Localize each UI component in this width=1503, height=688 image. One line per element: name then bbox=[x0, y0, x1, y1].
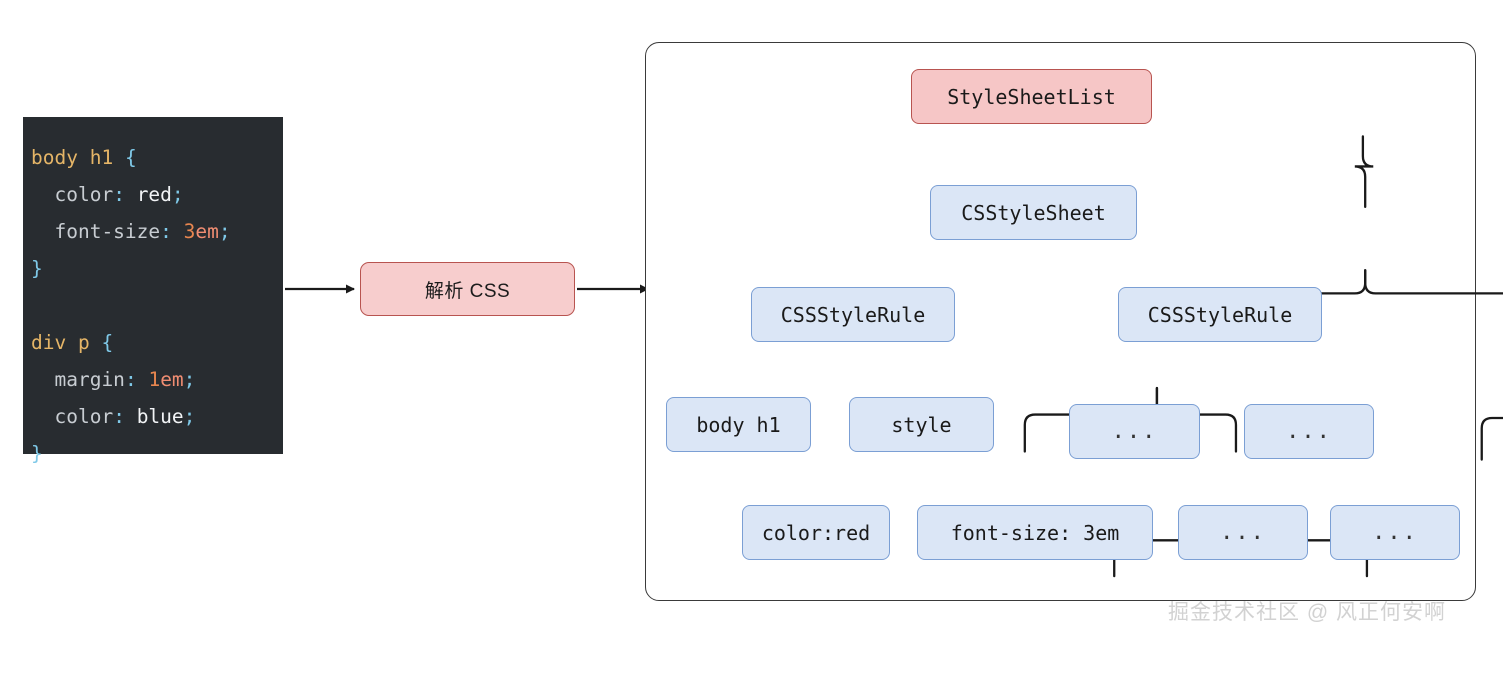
edge-cssstylesheet-to-rule-right bbox=[1364, 269, 1503, 295]
code-line: div p { bbox=[23, 324, 283, 361]
code-token-brace: { bbox=[124, 146, 137, 169]
tree-node-body-h1: body h1 bbox=[666, 397, 811, 452]
code-token-brace: } bbox=[31, 442, 43, 465]
code-token-num: 3 bbox=[183, 220, 196, 243]
tree-node-label: CSSStyleRule bbox=[1147, 302, 1293, 327]
tree-node-dots-r1: ... bbox=[1069, 404, 1200, 459]
tree-node-dots-r4: ... bbox=[1330, 505, 1460, 560]
code-token-semi: ; bbox=[171, 183, 184, 206]
watermark: 掘金技术社区 @ 风正何安啊 bbox=[1168, 601, 1446, 624]
tree-node-label: ... bbox=[1372, 520, 1418, 545]
tree-node-label: ... bbox=[1220, 520, 1266, 545]
tree-node-label: ... bbox=[1111, 419, 1158, 444]
code-token-prop: color bbox=[54, 183, 114, 206]
code-token-colon: : bbox=[160, 220, 172, 243]
code-token-prop: margin bbox=[54, 368, 125, 391]
tree-node-color-red: color:red bbox=[742, 505, 890, 560]
code-token-brace: } bbox=[31, 257, 43, 280]
code-token-sel: body h1 bbox=[31, 146, 114, 169]
code-token-colon: : bbox=[113, 183, 125, 206]
tree-node-cssstylesheet: CSStyleSheet bbox=[930, 185, 1137, 240]
tree-node-stylesheetlist: StyleSheetList bbox=[911, 69, 1152, 124]
tree-connector-lines bbox=[1023, 135, 1503, 578]
tree-node-rule-left: CSSStyleRule bbox=[751, 287, 955, 342]
tree-node-rule-right: CSSStyleRule bbox=[1118, 287, 1322, 342]
code-line: color: blue; bbox=[23, 398, 283, 435]
edge-stylesheetlist-to-cssstylesheet bbox=[1354, 135, 1374, 208]
code-line: body h1 { bbox=[23, 139, 283, 176]
code-token-prop: color bbox=[54, 405, 114, 428]
code-token-num: 1 bbox=[148, 368, 161, 391]
code-token-colon: : bbox=[124, 368, 137, 391]
code-line: margin: 1em; bbox=[23, 361, 283, 398]
code-token-unit: em bbox=[160, 368, 184, 391]
code-line: font-size: 3em; bbox=[23, 213, 283, 250]
code-token-val: blue bbox=[136, 405, 184, 428]
parse-css-process-box: 解析 CSS bbox=[360, 262, 575, 316]
tree-node-label: color:red bbox=[761, 520, 871, 545]
css-source-code-block: body h1 { color: red; font-size: 3em;} d… bbox=[23, 117, 283, 465]
tree-node-label: ... bbox=[1286, 419, 1332, 444]
code-token-semi: ; bbox=[218, 220, 231, 243]
tree-node-label: StyleSheetList bbox=[947, 84, 1116, 109]
tree-node-label: style bbox=[891, 412, 952, 437]
parse-css-label: 解析 CSS bbox=[424, 280, 511, 302]
tree-node-label: font-size: 3em bbox=[950, 520, 1120, 545]
code-line: color: red; bbox=[23, 176, 283, 213]
tree-node-dots-r2: ... bbox=[1244, 404, 1374, 459]
tree-node-style: style bbox=[849, 397, 994, 452]
code-token-sel: div p bbox=[31, 331, 90, 354]
code-token-val: red bbox=[136, 183, 172, 206]
code-token-unit: em bbox=[195, 220, 219, 243]
edge-rule-right-to-dots-r1 bbox=[1480, 416, 1503, 461]
code-token-semi: ; bbox=[183, 368, 196, 391]
code-line: } bbox=[23, 250, 283, 287]
tree-node-font-size-3em: font-size: 3em bbox=[917, 505, 1153, 560]
code-line bbox=[23, 287, 283, 324]
code-token-brace: { bbox=[101, 331, 114, 354]
code-token-prop: font-size bbox=[54, 220, 161, 243]
code-token-colon: : bbox=[113, 405, 125, 428]
code-line: } bbox=[23, 435, 283, 472]
tree-node-label: body h1 bbox=[696, 412, 781, 437]
tree-node-dots-r3: ... bbox=[1178, 505, 1308, 560]
tree-node-label: CSSStyleRule bbox=[780, 302, 926, 327]
tree-node-label: CSStyleSheet bbox=[961, 200, 1106, 225]
code-token-semi: ; bbox=[183, 405, 196, 428]
